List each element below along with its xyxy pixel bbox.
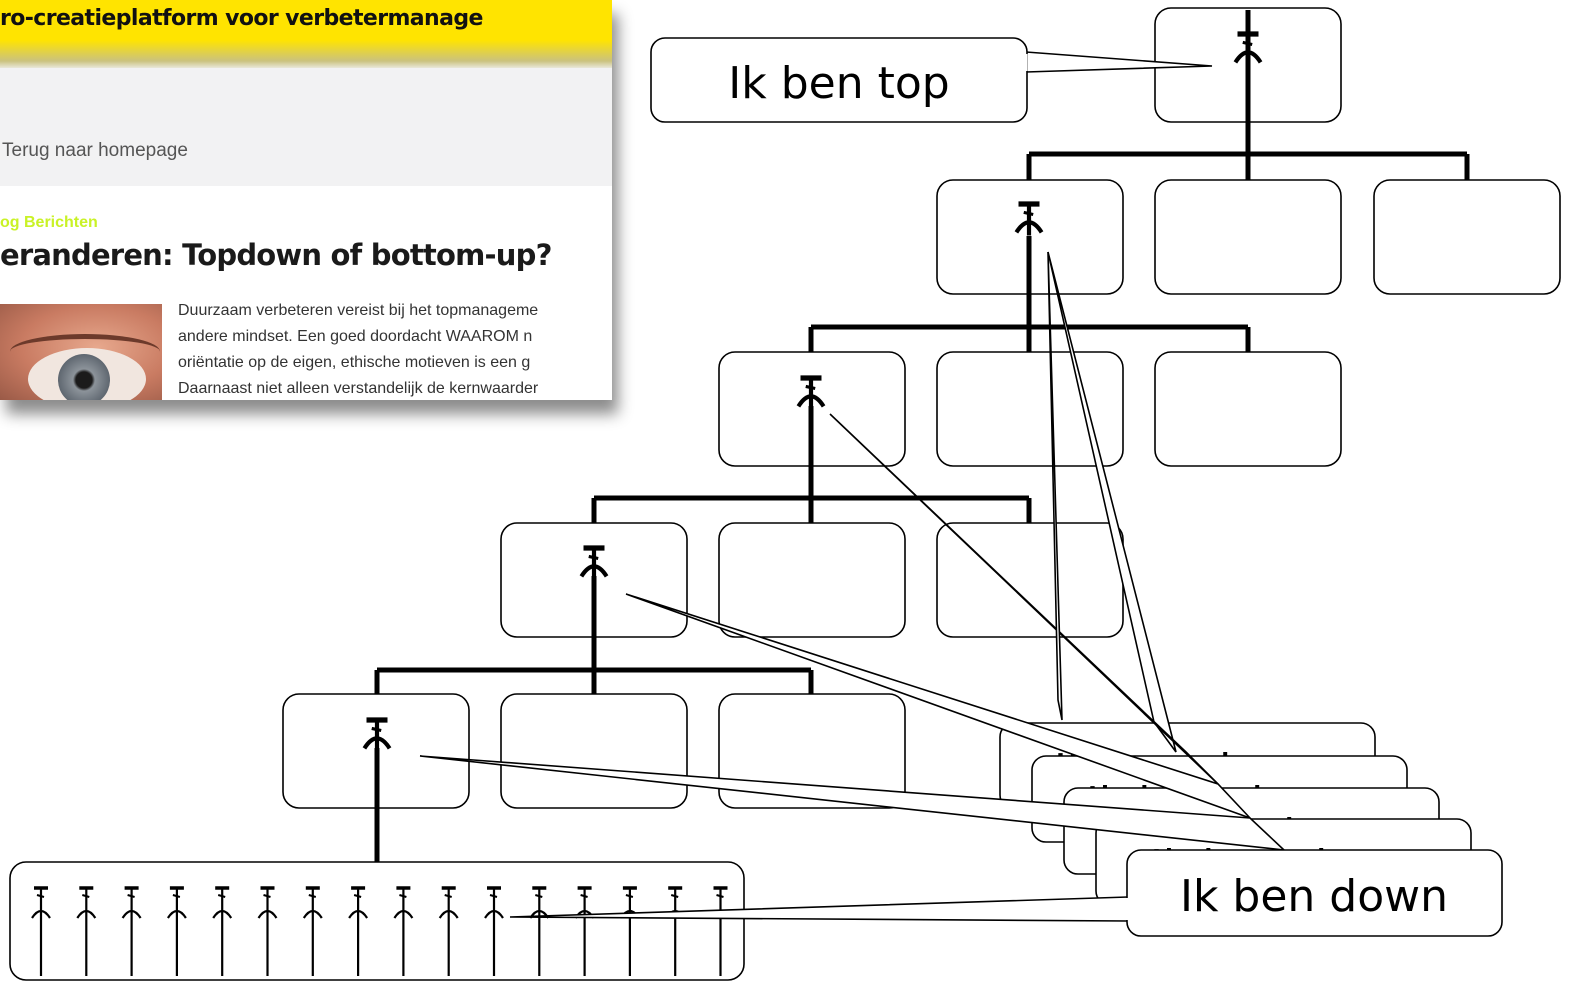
callout-pointer bbox=[419, 755, 1287, 852]
org-box bbox=[1154, 179, 1342, 295]
person-icon bbox=[796, 375, 826, 410]
org-box bbox=[718, 522, 906, 638]
org-boxes bbox=[9, 7, 1561, 981]
top-callout: Ik ben top bbox=[650, 37, 1213, 123]
org-box-bottom bbox=[9, 861, 745, 981]
top-callout-label: Ik ben top bbox=[728, 58, 949, 109]
excerpt-line: andere mindset. Een goed doordacht WAARO… bbox=[178, 328, 533, 345]
org-box bbox=[936, 522, 1124, 638]
person-icon-small bbox=[393, 886, 414, 976]
person-icon-small bbox=[121, 886, 142, 976]
down-callout-label: Ik ben down bbox=[1180, 871, 1448, 922]
person-icon bbox=[579, 545, 609, 580]
back-to-homepage-link[interactable]: Terug naar homepage bbox=[2, 140, 188, 161]
post-title: eranderen: Topdown of bottom-up? bbox=[0, 238, 552, 272]
callout-pointer bbox=[625, 593, 1251, 819]
org-box bbox=[500, 693, 688, 809]
callout-pointer bbox=[829, 413, 1219, 785]
post-category[interactable]: og Berichten bbox=[0, 214, 98, 231]
person-icon bbox=[362, 717, 392, 752]
person-icon-small bbox=[166, 886, 187, 976]
person-icon-small bbox=[76, 886, 97, 976]
excerpt-line: oriëntatie op de eigen, ethische motieve… bbox=[178, 354, 531, 371]
down-callout: Ik ben down bbox=[509, 849, 1503, 937]
navigation-bar bbox=[0, 68, 612, 186]
org-connectors bbox=[374, 10, 1470, 862]
post-excerpt: Duurzaam verbeteren vereist bij het topm… bbox=[178, 298, 612, 400]
person-icon-small bbox=[302, 886, 323, 976]
org-box bbox=[1373, 179, 1561, 295]
site-tagline: ro-creatieplatform voor verbetermanage bbox=[0, 6, 483, 31]
person-figures bbox=[31, 31, 1263, 976]
callout-pointer bbox=[1047, 251, 1063, 721]
person-icon-small bbox=[438, 886, 459, 976]
callout-pointer bbox=[1047, 251, 1177, 753]
person-icon-small bbox=[484, 886, 504, 976]
excerpt-line: Daarnaast niet alleen verstandelijk de k… bbox=[178, 380, 539, 397]
eye-photo bbox=[0, 304, 162, 400]
excerpt-line: Duurzaam verbeteren vereist bij het topm… bbox=[178, 302, 539, 319]
person-icon bbox=[1233, 31, 1263, 66]
org-box bbox=[1154, 351, 1342, 467]
person-icon-small bbox=[212, 886, 233, 976]
site-header-banner: ro-creatieplatform voor verbetermanage bbox=[0, 0, 612, 70]
person-icon-small bbox=[31, 886, 51, 976]
webpage-screenshot: ro-creatieplatform voor verbetermanage T… bbox=[0, 0, 612, 400]
person-icon-small bbox=[257, 886, 278, 976]
person-icon-small bbox=[348, 886, 369, 976]
person-icon bbox=[1014, 201, 1044, 236]
torn-edge bbox=[0, 40, 612, 70]
callout-pointers bbox=[419, 251, 1287, 852]
